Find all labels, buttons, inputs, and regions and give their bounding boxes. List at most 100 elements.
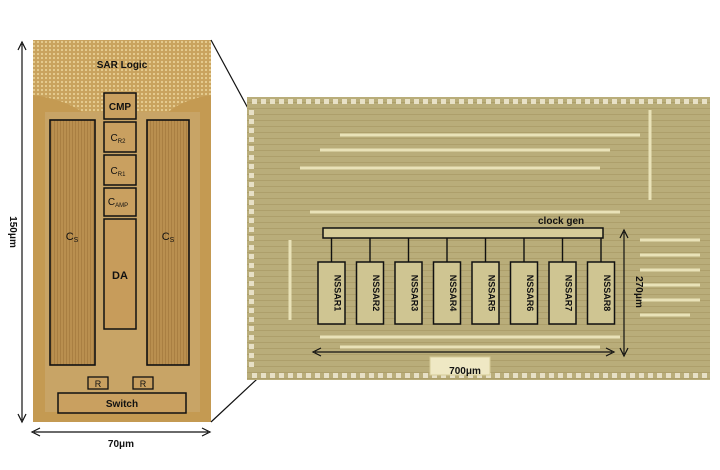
switch-block <box>57 392 187 414</box>
bond-pad <box>621 373 626 378</box>
nssar-channel-label: NSSAR7 <box>564 275 574 312</box>
bond-pad <box>279 99 284 104</box>
bond-pad <box>423 373 428 378</box>
switch-label: Switch <box>106 399 138 410</box>
nssar-channel-label: NSSAR8 <box>602 275 612 312</box>
bond-pad <box>297 99 302 104</box>
bond-pad <box>405 99 410 104</box>
bond-pad <box>513 373 518 378</box>
bond-pad <box>249 209 254 214</box>
bond-pad <box>639 373 644 378</box>
nssar-channel-label: NSSAR6 <box>525 275 535 312</box>
bond-pad <box>531 373 536 378</box>
bond-pad <box>342 373 347 378</box>
bond-pad <box>612 99 617 104</box>
bond-pad <box>252 373 257 378</box>
bond-pad <box>249 263 254 268</box>
bond-pad <box>648 99 653 104</box>
bond-pad <box>249 299 254 304</box>
bond-pad <box>495 373 500 378</box>
bond-pad <box>486 99 491 104</box>
bond-pad <box>249 245 254 250</box>
height-right-arrowheads <box>619 228 629 358</box>
bond-pad <box>369 99 374 104</box>
right-dimensions: 700μm 270μm <box>311 228 644 377</box>
bond-pad <box>630 99 635 104</box>
routing-traces <box>288 110 700 349</box>
bottom-pad-bar <box>429 356 491 376</box>
bond-pad <box>684 373 689 378</box>
bond-pad <box>249 182 254 187</box>
bond-pad <box>558 373 563 378</box>
bond-pad <box>504 373 509 378</box>
bond-pad <box>249 326 254 331</box>
bond-pad <box>261 373 266 378</box>
sar-logic-label: SAR Logic <box>97 60 148 71</box>
sar-logic-region <box>33 40 211 118</box>
bond-pad <box>567 99 572 104</box>
bond-pad <box>657 99 662 104</box>
nssar-channel-label: NSSAR5 <box>487 275 497 312</box>
nssar-channel-block <box>394 261 423 325</box>
bond-pad <box>360 373 365 378</box>
cr2-label: CR2 <box>111 133 127 145</box>
nssar-channel-block <box>548 261 577 325</box>
nssar-channel-block <box>355 261 385 325</box>
bond-pad <box>459 99 464 104</box>
bond-pad <box>585 99 590 104</box>
bond-pad <box>396 99 401 104</box>
bond-pad <box>249 362 254 367</box>
bond-pad <box>594 373 599 378</box>
bond-pad <box>249 290 254 295</box>
bond-pad <box>657 373 662 378</box>
bond-pad <box>249 218 254 223</box>
bond-pad <box>297 373 302 378</box>
left-die: SAR Logic CS CS CMP CR2 CR1 CAMP DA R R … <box>33 40 211 422</box>
bond-pad <box>279 373 284 378</box>
bond-pad <box>249 191 254 196</box>
cr1-label: CR1 <box>111 166 127 178</box>
bond-pad <box>576 99 581 104</box>
width-right-arrowheads <box>311 347 616 357</box>
bond-pad <box>666 99 671 104</box>
bond-pad <box>249 281 254 286</box>
bond-pad <box>522 373 527 378</box>
bond-pad <box>315 99 320 104</box>
cs-right-outline <box>146 119 190 366</box>
bond-pad <box>333 99 338 104</box>
bond-pad <box>249 236 254 241</box>
height-left-label: 150μm <box>7 216 18 248</box>
bond-pad <box>270 373 275 378</box>
bond-pad <box>432 99 437 104</box>
bond-pad <box>594 99 599 104</box>
bond-pad <box>249 254 254 259</box>
bond-pad <box>621 99 626 104</box>
bond-pad <box>630 373 635 378</box>
bond-pad <box>684 99 689 104</box>
left-dimensions: 150μm 70μm <box>7 40 212 450</box>
cs-left-capacitor <box>50 120 95 365</box>
resistor-left-label: R <box>95 379 102 389</box>
clock-gen-label: clock gen <box>538 216 584 227</box>
bond-pad <box>249 317 254 322</box>
bond-pad <box>288 99 293 104</box>
bond-pad <box>558 99 563 104</box>
bond-pad <box>441 99 446 104</box>
cs-right-capacitor <box>147 120 189 365</box>
cr1-block <box>103 154 137 186</box>
bond-pad <box>351 373 356 378</box>
cs-left-outline <box>49 119 96 366</box>
bond-pad <box>249 173 254 178</box>
bond-pad <box>324 373 329 378</box>
bond-pad <box>612 373 617 378</box>
resistor-left <box>87 376 109 390</box>
da-label: DA <box>112 270 128 282</box>
nssar-channel-block <box>509 261 539 325</box>
bond-pad <box>369 373 374 378</box>
bond-pad <box>378 99 383 104</box>
bond-pad <box>675 373 680 378</box>
cs-left-label: CS <box>66 231 79 244</box>
bond-pad <box>603 99 608 104</box>
